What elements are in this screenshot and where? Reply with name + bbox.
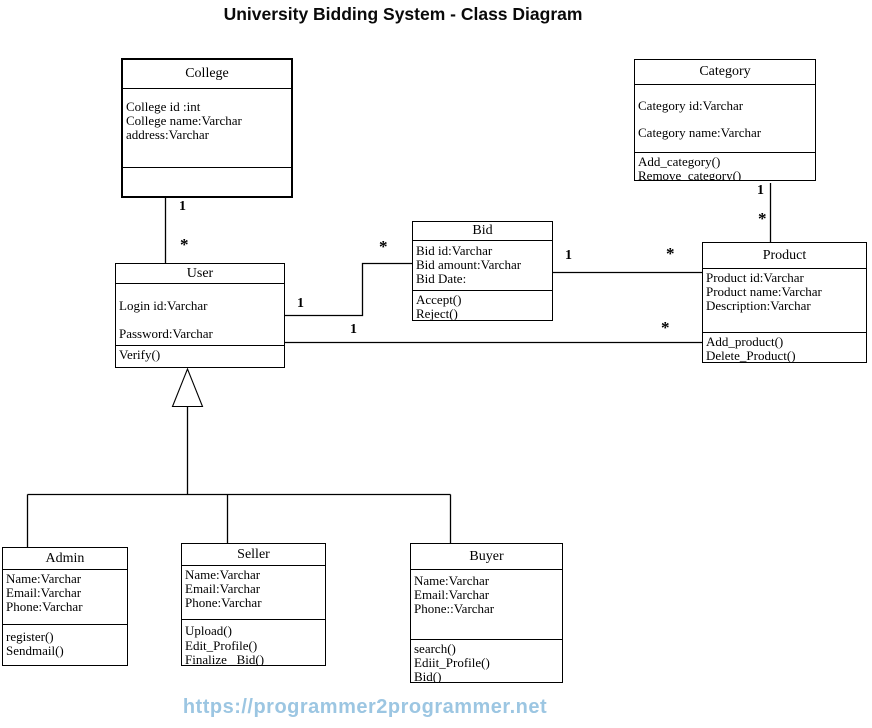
attribute-line: Password:Varchar [119,326,213,341]
attribute-line: Name:Varchar [6,571,82,586]
class-product-name: Product [703,243,866,269]
method-line: Bid() [414,669,442,683]
method-line: Accept() [416,292,462,307]
attribute-line: College id :int [126,99,201,114]
class-user-name: User [116,264,284,284]
multiplicity-user-bid-1: 1 [297,296,304,311]
attribute-line: College name:Varchar [126,113,242,128]
attribute-line: Email:Varchar [414,587,490,602]
method-line: Edit_Profile() [185,637,258,653]
attribute-line: Category id:Varchar [638,98,744,113]
attribute-line: Name:Varchar [185,567,261,582]
attribute-line: Product id:Varchar [706,270,804,285]
attribute-line: Email:Varchar [185,581,261,596]
page-title: University Bidding System - Class Diagra… [223,4,583,24]
method-line: Upload() [185,623,232,638]
method-line: Verify() [119,347,161,362]
class-category: Category Category id:Varchar Category na… [634,59,816,181]
method-line: Sendmail() [6,643,64,658]
attribute-line: Phone::Varchar [414,601,495,616]
attribute-line: Phone:Varchar [6,599,83,614]
attribute-line: Phone:Varchar [185,595,262,610]
attribute-line: Login id:Varchar [119,298,208,313]
class-product: Product Product id:Varchar Product name:… [702,242,867,363]
multiplicity-user-product-1: 1 [350,322,357,337]
class-seller: Seller Name:Varchar Email:Varchar Phone:… [181,543,326,666]
generalization-arrow [171,367,204,408]
method-line: search() [414,641,456,656]
class-admin-name: Admin [3,548,127,570]
attribute-line: Email:Varchar [6,585,82,600]
class-buyer-name: Buyer [411,544,562,570]
attribute-line: Bid id:Varchar [416,243,493,258]
class-seller-name: Seller [182,544,325,566]
watermark-url: https://programmer2programmer.net [182,696,548,718]
class-bid-name: Bid [413,222,552,241]
multiplicity-user-product-many: * [661,318,670,337]
method-line: Ediit_Profile() [414,655,490,670]
class-user: User Login id:Varchar Password:Varchar V… [115,263,285,368]
multiplicity-category-product-1: 1 [757,183,764,198]
class-category-name: Category [635,60,815,85]
class-college-methods-empty [123,168,291,196]
multiplicity-college-user-many: * [180,235,189,254]
method-line: Add_product() [706,334,784,349]
multiplicity-category-product-many: * [758,209,767,228]
method-line: register() [6,629,54,644]
method-line: Remove_category() [638,168,742,181]
attribute-line: Description:Varchar [706,298,811,313]
multiplicity-bid-product-1: 1 [565,248,572,263]
attribute-line: address:Varchar [126,127,210,142]
method-line: Delete_Product() [706,348,796,363]
class-buyer: Buyer Name:Varchar Email:Varchar Phone::… [410,543,563,683]
class-college-name: College [123,60,291,89]
association-user-bid [285,262,412,317]
attribute-line: Product name:Varchar [706,284,822,299]
method-line: Reject() [416,306,458,321]
multiplicity-user-bid-many: * [379,237,388,256]
class-bid: Bid Bid id:Varchar Bid amount:Varchar Bi… [412,221,553,321]
multiplicity-bid-product-many: * [666,244,675,263]
attribute-line: Bid Date: [416,271,467,286]
method-line: Add_category() [638,154,721,169]
multiplicity-college-user-1: 1 [179,199,186,214]
attribute-line: Category name:Varchar [638,125,762,140]
attribute-line: Name:Varchar [414,573,490,588]
method-line: Finalize _Bid() [185,652,265,665]
attribute-line: Bid amount:Varchar [416,257,522,272]
class-admin: Admin Name:Varchar Email:Varchar Phone:V… [2,547,128,666]
class-college: College College id :int College name:Var… [121,58,293,198]
